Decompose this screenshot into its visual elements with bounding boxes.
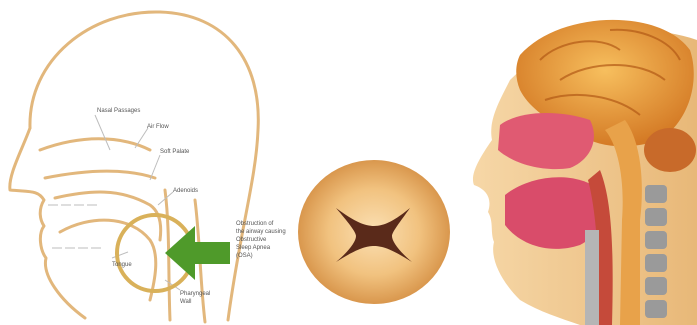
cerebellum-shape	[644, 128, 696, 172]
head-sagittal-section	[473, 20, 697, 325]
airway-cross-section	[298, 160, 450, 304]
trachea	[585, 230, 599, 325]
